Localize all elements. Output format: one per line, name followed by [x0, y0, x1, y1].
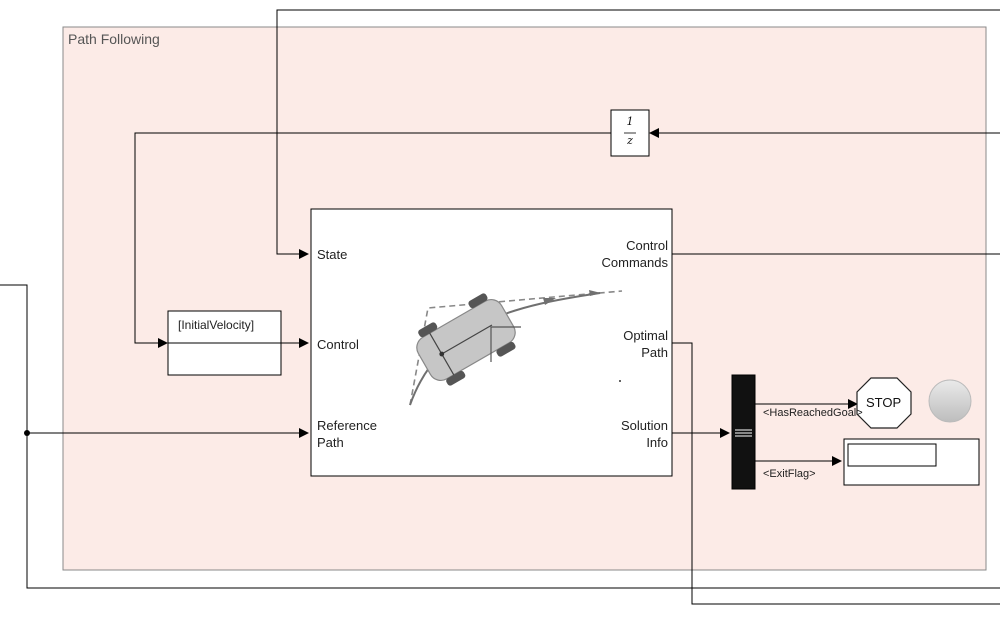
stop-block-label: STOP	[866, 395, 902, 410]
has-reached-goal-label: <HasReachedGoal>	[763, 407, 863, 419]
optimal-path-line[interactable]	[672, 342, 1000, 605]
exit-flag-display-field	[847, 443, 937, 467]
subsystem-title: Path Following	[68, 31, 160, 47]
delay-numerator: 1	[626, 115, 634, 128]
vehicle-path-illustration	[409, 290, 623, 406]
state-signal-line[interactable]	[276, 9, 1000, 259]
port-control-label: Control	[317, 337, 359, 352]
stray-dot	[619, 380, 621, 382]
status-lamp[interactable]	[928, 379, 972, 423]
exit-flag-label: <ExitFlag>	[763, 468, 816, 480]
initial-velocity-tag: [InitialVelocity]	[178, 318, 255, 332]
port-solution-info-label: Solution Info	[621, 418, 668, 450]
reference-path-input-line[interactable]	[0, 284, 1000, 589]
port-state-label: State	[317, 247, 348, 262]
port-reference-path-label: Reference Path	[317, 418, 377, 450]
stop-block[interactable]	[856, 377, 912, 429]
port-control-commands-label: Control Commands	[601, 238, 668, 270]
bus-selector-block[interactable]	[731, 374, 756, 490]
port-optimal-path-label: Optimal Path	[623, 328, 668, 360]
delay-denominator: z	[627, 134, 633, 147]
branch-point	[24, 430, 30, 436]
delay-output-line[interactable]	[134, 132, 611, 348]
